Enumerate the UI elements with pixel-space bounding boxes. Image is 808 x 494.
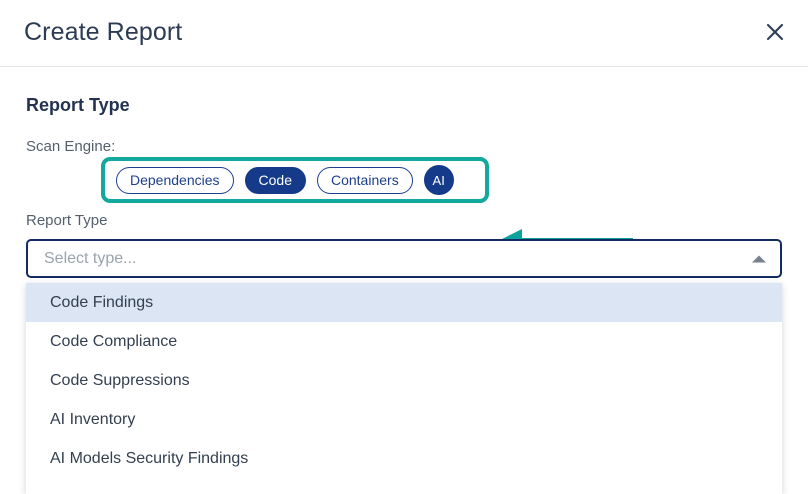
- dropdown-option-code-findings[interactable]: Code Findings: [26, 283, 782, 322]
- report-type-dropdown-menu: Code Findings Code Compliance Code Suppr…: [26, 283, 782, 494]
- report-type-select[interactable]: Select type...: [26, 239, 782, 278]
- report-type-field-label: Report Type: [26, 212, 108, 229]
- engine-pill-ai[interactable]: AI: [423, 165, 454, 195]
- close-button[interactable]: [760, 17, 790, 47]
- close-icon: [766, 23, 784, 41]
- page-title: Create Report: [24, 18, 183, 46]
- engine-pill-dependencies[interactable]: Dependencies: [116, 166, 234, 194]
- scan-engine-pill-group: Dependencies Code Containers AI: [105, 161, 485, 199]
- report-type-select-placeholder: Select type...: [44, 249, 137, 267]
- scan-engine-highlight-box: Dependencies Code Containers AI: [101, 157, 489, 203]
- scan-engine-label: Scan Engine:: [26, 138, 116, 155]
- engine-pill-containers[interactable]: Containers: [316, 166, 413, 194]
- modal-header: Create Report: [0, 0, 808, 67]
- caret-up-icon[interactable]: [752, 255, 766, 262]
- modal-body: Report Type Scan Engine: Dependencies Co…: [0, 67, 808, 494]
- dropdown-option-code-compliance[interactable]: Code Compliance: [26, 322, 782, 361]
- dropdown-option-ai-models-security-findings[interactable]: AI Models Security Findings: [26, 439, 782, 478]
- engine-pill-code[interactable]: Code: [244, 166, 306, 194]
- section-heading-report-type: Report Type: [26, 95, 130, 115]
- dropdown-option-ai-inventory[interactable]: AI Inventory: [26, 400, 782, 439]
- dropdown-option-code-suppressions[interactable]: Code Suppressions: [26, 361, 782, 400]
